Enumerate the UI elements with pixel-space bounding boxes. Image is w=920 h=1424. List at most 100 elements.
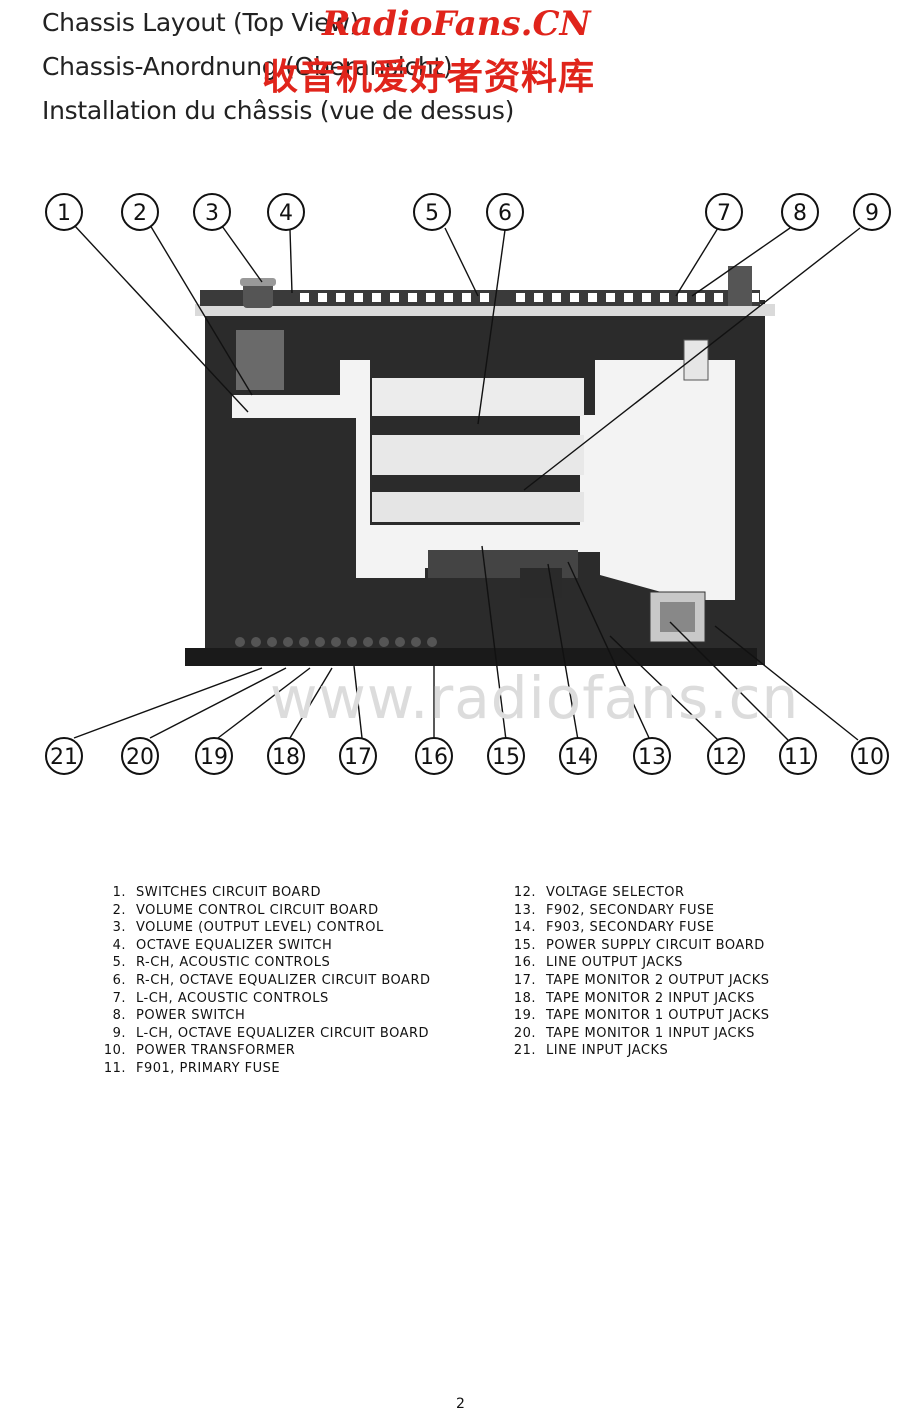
legend-item-number: 14. bbox=[513, 920, 536, 936]
callout-1: 1 bbox=[45, 193, 83, 231]
legend-item: 10. POWER TRANSFORMER bbox=[96, 1042, 431, 1060]
legend-item-number: 19. bbox=[513, 1008, 536, 1024]
page-number: 2 bbox=[456, 1396, 465, 1412]
rear-jack bbox=[395, 637, 405, 647]
legend-item-number: 12. bbox=[513, 885, 536, 900]
legend-item-number: 16. bbox=[513, 955, 536, 971]
callout-9: 9 bbox=[853, 193, 891, 231]
callout-8: 8 bbox=[781, 193, 819, 231]
legend-item-text: POWER TRANSFORMER bbox=[136, 1043, 296, 1059]
legend-item-text: L-CH, ACOUSTIC CONTROLS bbox=[136, 990, 329, 1006]
legend-item: 12.VOLTAGE SELECTOR bbox=[506, 884, 770, 902]
legend-item-text: F902, SECONDARY FUSE bbox=[546, 902, 715, 918]
legend-item: 5.R-CH, ACOUSTIC CONTROLS bbox=[96, 954, 431, 972]
callout-label: 21 bbox=[50, 745, 78, 770]
front-knob bbox=[408, 293, 417, 302]
front-knob bbox=[552, 293, 561, 302]
callout-label: 20 bbox=[126, 745, 154, 770]
legend-item-text: LINE INPUT JACKS bbox=[546, 1043, 669, 1059]
legend-item: 8.POWER SWITCH bbox=[96, 1007, 431, 1025]
callout-10: 10 bbox=[851, 737, 889, 775]
rear-jack bbox=[363, 637, 373, 647]
legend-item: 15.POWER SUPPLY CIRCUIT BOARD bbox=[506, 937, 770, 955]
legend-item: 18.TAPE MONITOR 2 INPUT JACKS bbox=[506, 990, 770, 1008]
legend-item: 17. TAPE MONITOR 2 OUTPUT JACKS bbox=[506, 972, 770, 990]
callout-label: 3 bbox=[205, 201, 219, 226]
legend-item-number: 20. bbox=[513, 1025, 536, 1041]
callout-label: 17 bbox=[344, 745, 372, 770]
legend-item: 7. L-CH, ACOUSTIC CONTROLS bbox=[96, 990, 431, 1008]
legend-item-number: 13. bbox=[513, 902, 536, 918]
front-knob bbox=[660, 293, 669, 302]
callout-7: 7 bbox=[705, 193, 743, 231]
callout-20: 20 bbox=[121, 737, 159, 775]
legend-item: 11. F901, PRIMARY FUSE bbox=[96, 1060, 431, 1078]
legend-item: 4.OCTAVE EQUALIZER SWITCH bbox=[96, 937, 431, 955]
callout-15: 15 bbox=[487, 737, 525, 775]
callout-5: 5 bbox=[413, 193, 451, 231]
callout-label: 1 bbox=[57, 201, 71, 226]
legend-item-number: 2. bbox=[112, 902, 126, 918]
front-knob bbox=[714, 293, 723, 302]
legend-item-text: F901, PRIMARY FUSE bbox=[136, 1060, 281, 1076]
legend-item-text: TAPE MONITOR 2 OUTPUT JACKS bbox=[546, 972, 770, 988]
legend-item: 20.TAPE MONITOR 1 INPUT JACKS bbox=[506, 1025, 770, 1043]
legend-item-number: 18. bbox=[513, 990, 536, 1006]
callout-21: 21 bbox=[45, 737, 83, 775]
watermark-chinese: 收音机爱好者资料库 bbox=[262, 56, 596, 98]
front-knob bbox=[480, 293, 489, 302]
callout-label: 11 bbox=[784, 745, 812, 770]
callout-19: 19 bbox=[195, 737, 233, 775]
chassis-photo bbox=[185, 266, 775, 666]
callout-6: 6 bbox=[486, 193, 524, 231]
legend-item-text: SWITCHES CIRCUIT BOARD bbox=[136, 885, 321, 900]
rear-jack bbox=[283, 637, 293, 647]
legend-item: 19.TAPE MONITOR 1 OUTPUT JACKS bbox=[506, 1007, 770, 1025]
leader-lines bbox=[73, 224, 861, 741]
front-knob bbox=[444, 293, 453, 302]
legend-item-number: 10. bbox=[103, 1043, 126, 1059]
legend-item-number: 9. bbox=[112, 1025, 126, 1041]
rear-jack bbox=[267, 637, 277, 647]
front-knob bbox=[300, 293, 309, 302]
callout-14: 14 bbox=[559, 737, 597, 775]
rear-jack bbox=[331, 637, 341, 647]
legend-item-text: OCTAVE EQUALIZER SWITCH bbox=[136, 937, 333, 953]
legend-item-number: 11. bbox=[103, 1060, 126, 1076]
callout-18: 18 bbox=[267, 737, 305, 775]
rear-jack bbox=[427, 637, 437, 647]
callout-label: 14 bbox=[564, 745, 592, 770]
callout-label: 4 bbox=[279, 201, 293, 226]
legend-item-text: POWER SUPPLY CIRCUIT BOARD bbox=[546, 937, 765, 953]
legend-item-text: VOLUME CONTROL CIRCUIT BOARD bbox=[136, 902, 379, 918]
callout-label: 2 bbox=[133, 201, 147, 226]
legend-item: 2. VOLUME CONTROL CIRCUIT BOARD bbox=[96, 902, 431, 920]
front-knob bbox=[570, 293, 579, 302]
front-knob bbox=[516, 293, 525, 302]
callout-label: 8 bbox=[793, 201, 807, 226]
title-german: Chassis-Anordnung (Oberansicht) bbox=[42, 52, 453, 81]
legend-item-number: 17. bbox=[513, 972, 536, 988]
callout-label: 6 bbox=[498, 201, 512, 226]
front-knob bbox=[318, 293, 327, 302]
rear-jack bbox=[251, 637, 261, 647]
rear-jack bbox=[299, 637, 309, 647]
legend-item-text: L-CH, OCTAVE EQUALIZER CIRCUIT BOARD bbox=[136, 1025, 430, 1041]
callout-label: 5 bbox=[425, 201, 439, 226]
legend-item-text: VOLUME (OUTPUT LEVEL) CONTROL bbox=[136, 920, 384, 936]
rear-jack bbox=[379, 637, 389, 647]
front-knob bbox=[462, 293, 471, 302]
callout-17: 17 bbox=[339, 737, 377, 775]
front-knob bbox=[750, 293, 759, 302]
legend-item-number: 7. bbox=[112, 990, 126, 1006]
front-knob bbox=[390, 293, 399, 302]
legend-item-number: 21. bbox=[513, 1043, 536, 1059]
rear-jack bbox=[235, 637, 245, 647]
legend-item-number: 8. bbox=[112, 1008, 126, 1024]
rear-jack bbox=[347, 637, 357, 647]
legend-item: 16.LINE OUTPUT JACKS bbox=[506, 954, 770, 972]
